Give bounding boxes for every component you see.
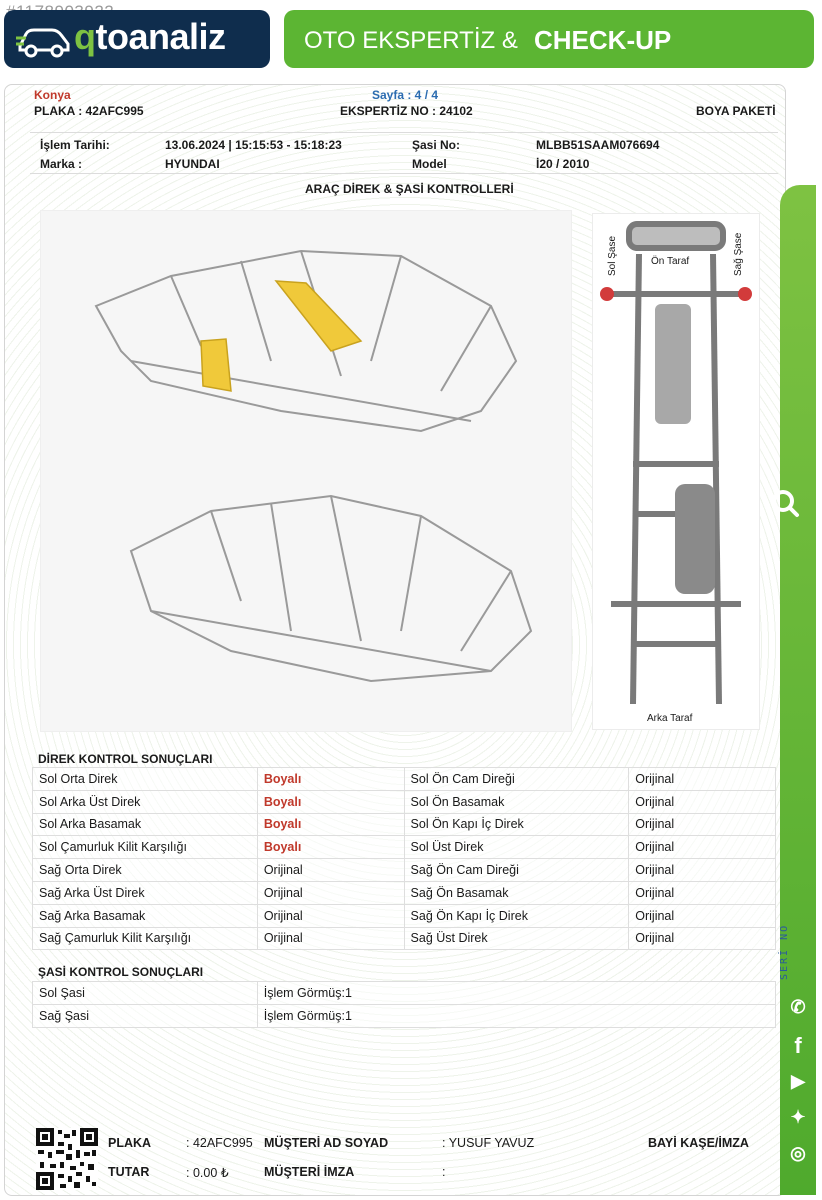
facebook-icon[interactable]: f xyxy=(794,1033,802,1058)
pillar-status: Boyalı xyxy=(256,767,405,791)
pillar-status: Boyalı xyxy=(256,789,405,814)
left-chassis-label: Sol Şase xyxy=(607,235,618,276)
rear-side-label: Arka Taraf xyxy=(647,713,693,724)
chassis-no-label: Şasi No: xyxy=(412,138,461,152)
chassis-status: İşlem Görmüş:1 xyxy=(256,981,777,1005)
chassis-results-title: ŞASİ KONTROL SONUÇLARI xyxy=(38,965,204,979)
pillar-status: Orijinal xyxy=(628,858,776,882)
side-bar: ✆ f ▶ ✦ ◎ xyxy=(780,185,816,1195)
qr-code[interactable] xyxy=(36,1128,98,1190)
header-checkup: CHECK-UP xyxy=(534,25,672,55)
pillar-status: Orijinal xyxy=(628,835,776,860)
pillar-name: Sol Arka Üst Direk xyxy=(32,789,258,814)
model-label: Model xyxy=(412,157,447,171)
front-side-label: Ön Taraf xyxy=(651,256,690,267)
expertise-no: EKSPERTİZ NO : 24102 xyxy=(340,104,473,118)
chassis-no-value: MLBB51SAAM076694 xyxy=(536,138,660,152)
serial-no-label: SERİ NO xyxy=(779,923,790,980)
pillar-name: Sağ Arka Basamak xyxy=(32,903,258,928)
pillar-status: Orijinal xyxy=(628,767,776,791)
body-frame-illustration xyxy=(40,210,572,732)
customer-name-label: MÜŞTERİ AD SOYAD xyxy=(264,1136,389,1150)
plate-header: PLAKA : 42AFC995 xyxy=(34,104,144,118)
pillar-name: Sol Arka Basamak xyxy=(32,812,258,837)
section-title: ARAÇ DİREK & ŞASİ KONTROLLERİ xyxy=(305,182,514,196)
painted-area-rear xyxy=(274,280,363,352)
pillar-status: Boyalı xyxy=(256,835,405,860)
instagram-icon[interactable]: ◎ xyxy=(790,1143,806,1163)
whatsapp-icon[interactable]: ✆ xyxy=(790,997,806,1017)
package-name: BOYA PAKETİ xyxy=(696,104,776,118)
pillar-status: Orijinal xyxy=(256,903,405,928)
chassis-status: İşlem Görmüş:1 xyxy=(256,1003,777,1028)
right-chassis-label: Sağ Şase xyxy=(733,232,744,276)
chassis-name: Sağ Şasi xyxy=(32,1003,258,1028)
pillar-name: Sol Çamurluk Kilit Karşılığı xyxy=(32,835,258,860)
pillar-status: Orijinal xyxy=(256,926,405,951)
city: Konya xyxy=(34,88,71,102)
pillar-status: Orijinal xyxy=(256,858,405,882)
pillar-name: Sağ Ön Basamak xyxy=(403,880,630,905)
youtube-icon[interactable]: ▶ xyxy=(791,1071,805,1091)
twitter-icon[interactable]: ✦ xyxy=(790,1107,806,1127)
pillar-name: Sağ Arka Üst Direk xyxy=(32,880,258,905)
pillar-name: Sağ Üst Direk xyxy=(403,926,630,951)
footer-plate-label: PLAKA xyxy=(108,1136,152,1150)
pillar-results-title: DİREK KONTROL SONUÇLARI xyxy=(38,752,213,766)
customer-signature-label: MÜŞTERİ İMZA xyxy=(264,1165,355,1179)
pillar-status: Orijinal xyxy=(628,903,776,928)
date-label: İşlem Tarihi: xyxy=(40,138,110,152)
pillar-name: Sağ Orta Direk xyxy=(32,858,258,882)
customer-signature-value: : xyxy=(442,1165,446,1179)
pillar-status: Orijinal xyxy=(628,812,776,837)
footer-plate-value: : 42AFC995 xyxy=(186,1136,253,1150)
pillar-name: Sol Ön Cam Direği xyxy=(403,767,630,791)
header-banner: OTO EKSPERTİZ & CHECK-UP xyxy=(284,10,814,68)
model-value: İ20 / 2010 xyxy=(536,157,590,171)
customer-name-value: : YUSUF YAVUZ xyxy=(442,1136,535,1150)
pillar-status: Orijinal xyxy=(628,926,776,951)
pillar-status: Boyalı xyxy=(256,812,405,837)
date-value: 13.06.2024 | 15:15:53 - 15:18:23 xyxy=(165,138,342,152)
brand-label: Marka : xyxy=(40,157,83,171)
vehicle-info xyxy=(30,132,778,174)
footer-total-label: TUTAR xyxy=(108,1165,150,1179)
pillar-name: Sağ Ön Kapı İç Direk xyxy=(403,903,630,928)
header-title: OTO EKSPERTİZ & xyxy=(304,27,518,54)
pillar-name: Sol Ön Kapı İç Direk xyxy=(403,812,630,837)
painted-area-pillar xyxy=(200,338,232,392)
brand-name: qtoanaliz xyxy=(74,16,226,57)
pillar-name: Sol Orta Direk xyxy=(32,767,258,791)
footer-total-value: : 0.00 ₺ xyxy=(186,1166,229,1180)
car-icon xyxy=(16,28,70,58)
pillar-name: Sol Ön Basamak xyxy=(403,789,630,814)
brand-logo: qtoanaliz xyxy=(4,10,270,68)
pillar-status: Orijinal xyxy=(628,880,776,905)
chassis-name: Sol Şasi xyxy=(32,981,258,1005)
pillar-status: Orijinal xyxy=(256,880,405,905)
search-icon[interactable] xyxy=(770,488,800,518)
pillar-name: Sağ Ön Cam Direği xyxy=(403,858,630,882)
pillar-status: Orijinal xyxy=(628,789,776,814)
page-number: Sayfa : 4 / 4 xyxy=(372,88,439,102)
chassis-diagram: Sol Şase Sağ Şase Ön Taraf Arka Taraf xyxy=(592,213,760,730)
pillar-name: Sağ Çamurluk Kilit Karşılığı xyxy=(32,926,258,951)
dealer-stamp-label: BAYİ KAŞE/İMZA xyxy=(648,1136,749,1150)
pillar-name: Sol Üst Direk xyxy=(403,835,630,860)
brand-value: HYUNDAI xyxy=(165,157,220,171)
